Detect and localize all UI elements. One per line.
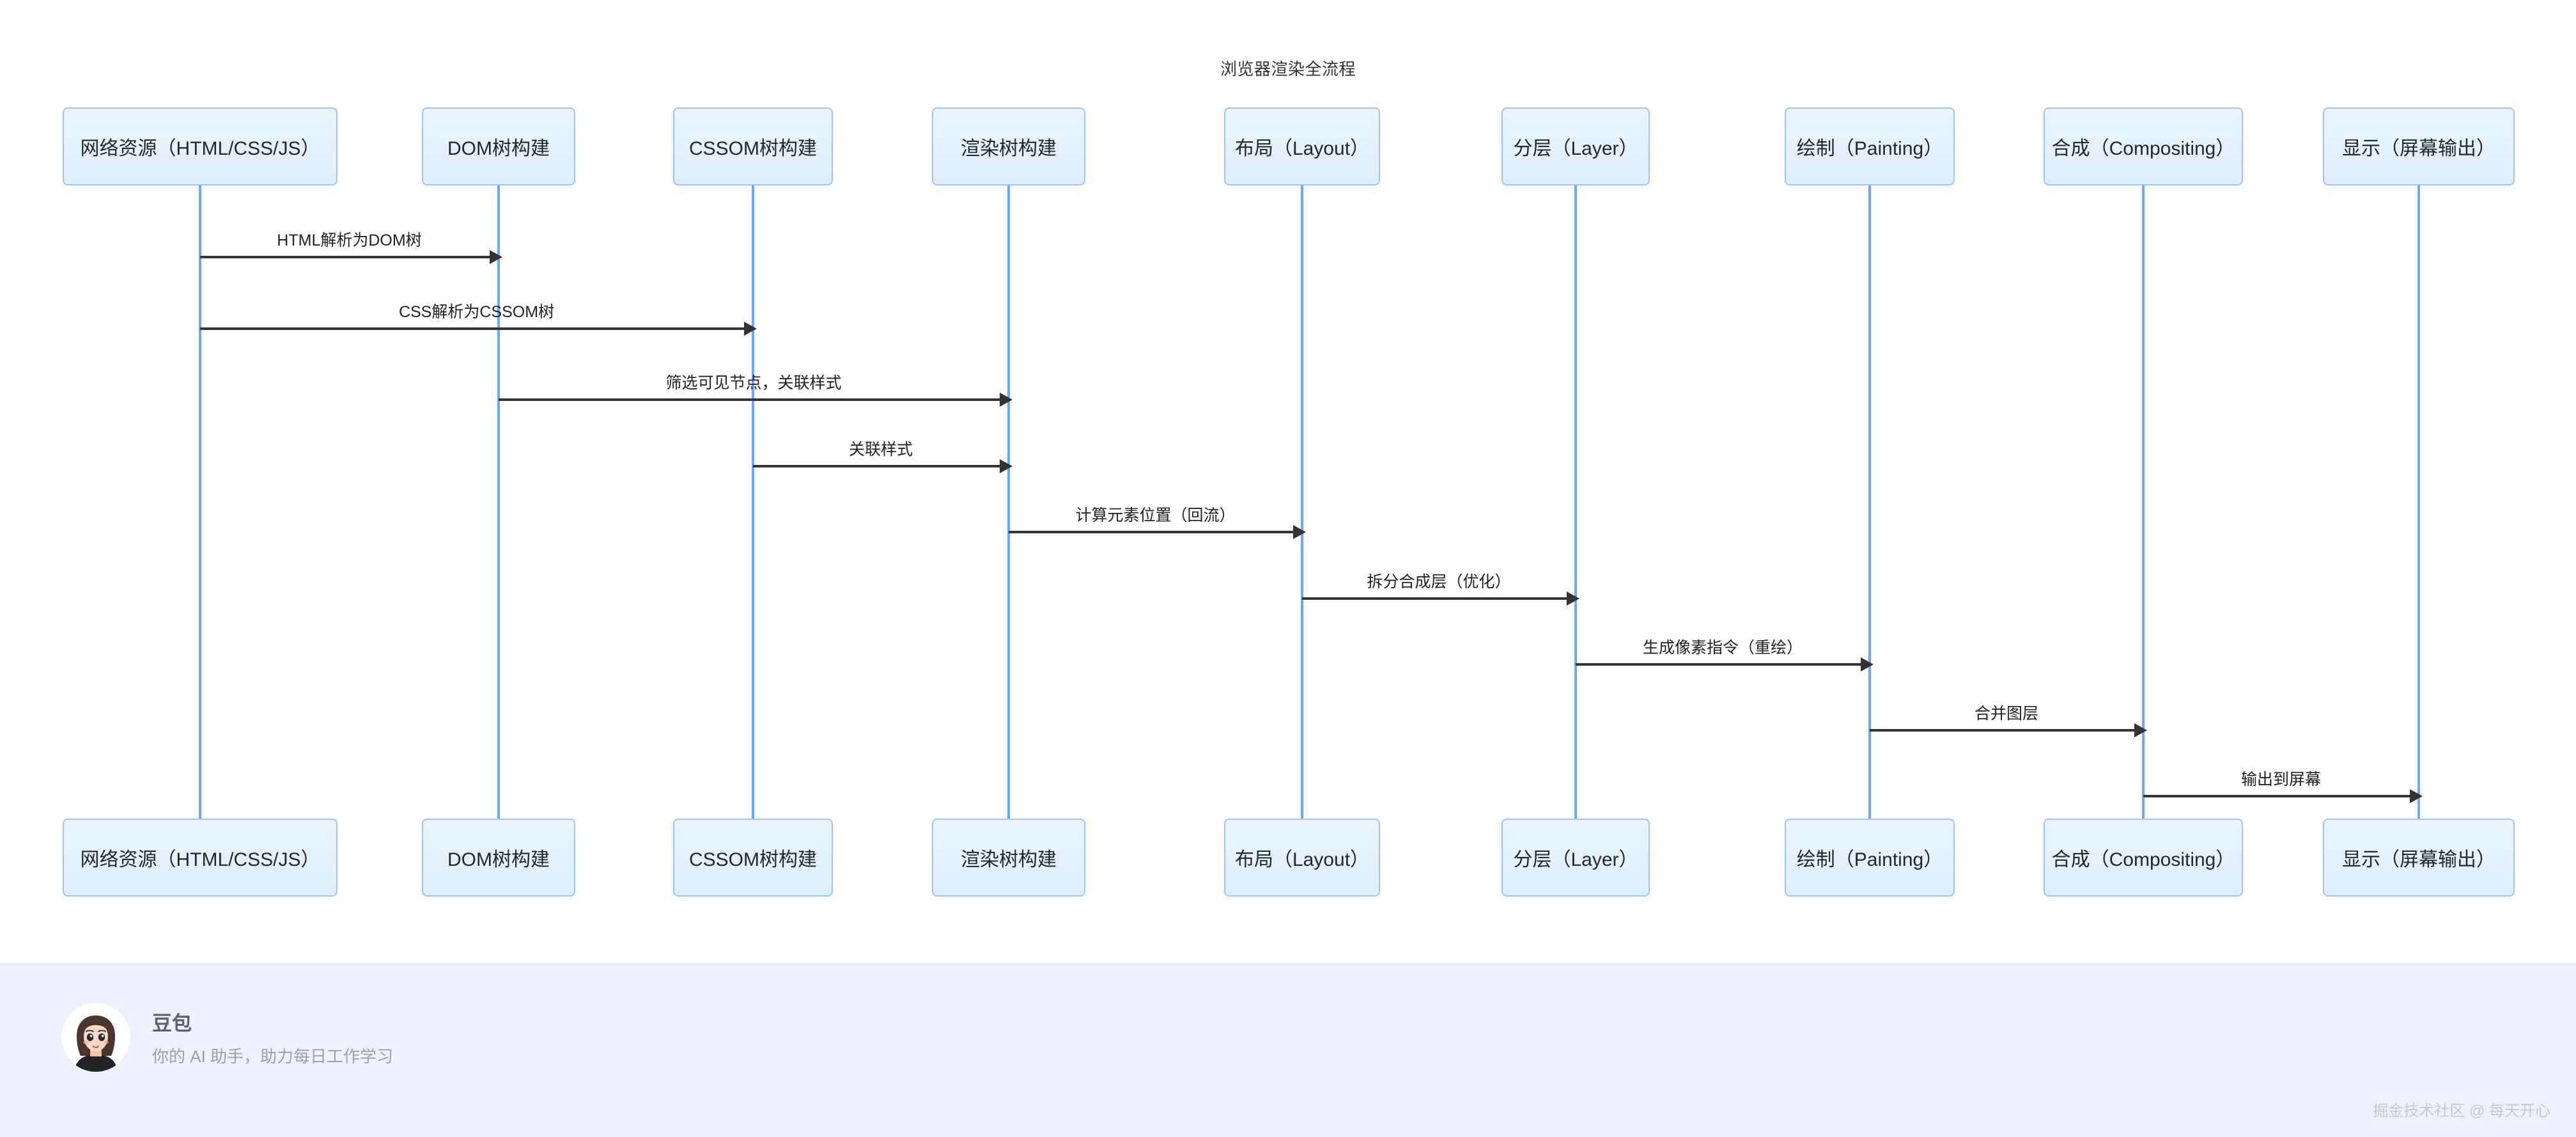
participant-bottom-display[interactable]: 显示（屏幕输出） <box>2323 819 2515 897</box>
lifeline-cssom <box>752 185 754 819</box>
lifeline-layer <box>1574 185 1577 819</box>
message-arrowhead-6 <box>1861 657 1874 671</box>
message-arrowhead-8 <box>2410 789 2423 803</box>
lifeline-rendertree <box>1007 185 1010 819</box>
participant-label: 网络资源（HTML/CSS/JS） <box>80 138 320 159</box>
message-label-8: 输出到屏幕 <box>2240 771 2322 788</box>
message-arrowhead-0 <box>490 250 502 264</box>
message-label-4: 计算元素位置（回流） <box>1075 506 1236 524</box>
lifeline-display <box>2417 185 2420 819</box>
participant-bottom-network[interactable]: 网络资源（HTML/CSS/JS） <box>63 819 338 897</box>
participant-label: DOM树构建 <box>447 849 550 870</box>
message-arrowhead-2 <box>1000 393 1013 407</box>
message-line-1 <box>200 327 745 330</box>
participant-label: 绘制（Painting） <box>1796 138 1943 159</box>
participant-label: 网络资源（HTML/CSS/JS） <box>80 849 320 870</box>
participant-bottom-dom[interactable]: DOM树构建 <box>422 819 575 897</box>
lifeline-painting <box>1868 185 1871 819</box>
message-label-3: 关联样式 <box>848 441 913 459</box>
participant-label: DOM树构建 <box>447 138 550 159</box>
message-line-7 <box>1870 729 2136 732</box>
participant-top-layout[interactable]: 布局（Layout） <box>1224 107 1380 185</box>
participant-top-cssom[interactable]: CSSOM树构建 <box>673 107 833 185</box>
message-label-0: HTML解析为DOM树 <box>277 231 422 249</box>
message-label-7: 合并图层 <box>1974 705 2039 723</box>
message-label-2: 筛选可见节点，关联样式 <box>665 374 842 392</box>
sequence-diagram-canvas: 浏览器渲染全流程 网络资源（HTML/CSS/JS） DOM树构建 CSSOM树构建… <box>63 59 2515 897</box>
footer-bar: 豆包 你的 AI 助手，助力每日工作学习 掘金技术社区 @ 每天开心 <box>0 963 2576 1137</box>
participant-bottom-cssom[interactable]: CSSOM树构建 <box>673 819 833 897</box>
message-line-8 <box>2143 795 2411 797</box>
participant-top-display[interactable]: 显示（屏幕输出） <box>2323 107 2515 185</box>
assistant-profile: 豆包 你的 AI 助手，助力每日工作学习 <box>61 1003 393 1072</box>
lifeline-network <box>199 185 201 819</box>
participant-bottom-painting[interactable]: 绘制（Painting） <box>1785 819 1955 897</box>
message-label-1: CSS解析为CSSOM树 <box>398 303 555 321</box>
participant-top-rendertree[interactable]: 渲染树构建 <box>932 107 1085 185</box>
diagram-title: 浏览器渲染全流程 <box>1220 59 1356 79</box>
participant-top-dom[interactable]: DOM树构建 <box>422 107 575 185</box>
assistant-tagline: 你的 AI 助手，助力每日工作学习 <box>152 1047 394 1066</box>
participant-top-network[interactable]: 网络资源（HTML/CSS/JS） <box>63 107 338 185</box>
participant-label: 渲染树构建 <box>961 849 1057 870</box>
message-arrowhead-1 <box>744 322 757 336</box>
message-line-0 <box>200 256 491 258</box>
lifeline-compositing <box>2142 185 2145 819</box>
lifeline-dom <box>497 185 500 819</box>
participant-label: 显示（屏幕输出） <box>2342 849 2495 870</box>
participant-top-compositing[interactable]: 合成（Compositing） <box>2044 107 2243 185</box>
participant-label: 分层（Layer） <box>1513 849 1638 870</box>
participant-bottom-layout[interactable]: 布局（Layout） <box>1224 819 1380 897</box>
message-line-6 <box>1576 663 1862 666</box>
lifeline-layout <box>1301 185 1303 819</box>
participant-bottom-rendertree[interactable]: 渲染树构建 <box>932 819 1085 897</box>
participant-top-painting[interactable]: 绘制（Painting） <box>1785 107 1955 185</box>
participant-bottom-compositing[interactable]: 合成（Compositing） <box>2044 819 2243 897</box>
participant-label: 绘制（Painting） <box>1796 849 1943 870</box>
message-arrowhead-3 <box>1000 459 1013 473</box>
assistant-name: 豆包 <box>152 1012 192 1035</box>
participant-label: 分层（Layer） <box>1513 138 1638 159</box>
message-line-5 <box>1302 597 1568 600</box>
participant-label: 合成（Compositing） <box>2051 849 2235 870</box>
message-line-4 <box>1009 531 1294 533</box>
assistant-avatar-icon <box>61 1003 130 1072</box>
participant-label: 合成（Compositing） <box>2051 138 2235 159</box>
participant-label: 布局（Layout） <box>1234 849 1370 870</box>
message-label-6: 生成像素指令（重绘） <box>1642 639 1803 657</box>
participant-label: 布局（Layout） <box>1234 138 1370 159</box>
message-arrowhead-7 <box>2134 723 2147 737</box>
message-arrowhead-5 <box>1567 592 1579 606</box>
message-line-2 <box>499 398 1001 401</box>
participant-bottom-layer[interactable]: 分层（Layer） <box>1501 819 1650 897</box>
participant-label: CSSOM树构建 <box>688 849 817 870</box>
watermark-text: 掘金技术社区 @ 每天开心 <box>2373 1102 2550 1120</box>
message-line-3 <box>753 465 1001 467</box>
message-label-5: 拆分合成层（优化） <box>1367 573 1511 591</box>
message-arrowhead-4 <box>1293 525 1306 539</box>
participant-label: CSSOM树构建 <box>688 138 817 159</box>
participant-label: 渲染树构建 <box>961 138 1057 159</box>
participant-top-layer[interactable]: 分层（Layer） <box>1501 107 1650 185</box>
assistant-text-block: 豆包 你的 AI 助手，助力每日工作学习 <box>152 1007 393 1067</box>
participant-label: 显示（屏幕输出） <box>2342 138 2495 159</box>
